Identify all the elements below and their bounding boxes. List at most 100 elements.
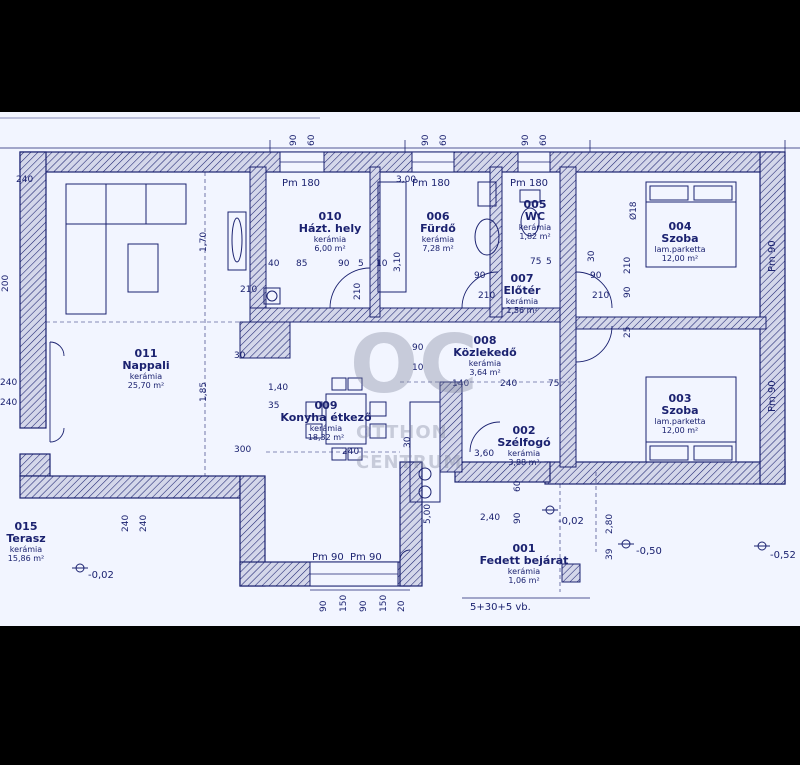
room-material: kerámia: [519, 223, 551, 232]
dimension-label: 10: [376, 259, 388, 269]
dimension-label: 240: [500, 379, 517, 389]
level-mark-icon: [72, 563, 88, 573]
dimension-label: 90: [338, 259, 350, 269]
room-name: Előtér: [504, 284, 542, 297]
room-area: 12,00 m²: [662, 426, 698, 435]
room-name: Közlekedő: [453, 346, 517, 359]
drain-icon: [561, 563, 581, 583]
dimension-label: 75: [530, 257, 541, 267]
dimension-label: 200: [1, 275, 11, 292]
window-label: Pm 180: [510, 178, 548, 189]
dimension-label: 300: [234, 445, 251, 455]
level-mark-icon: [754, 541, 770, 551]
dimension-label: 210: [478, 291, 495, 301]
dimension-label: 210: [592, 291, 609, 301]
interior-walls: [239, 166, 767, 473]
room-area: 3,64 m²: [469, 368, 500, 377]
dimension-label: 90: [513, 512, 523, 524]
window-label: Pm 180: [282, 178, 320, 189]
room-id: 007: [511, 272, 534, 285]
dimension-label: 10: [412, 363, 424, 373]
room-material: kerámia: [10, 545, 42, 554]
watermark-line1: OTTHON: [356, 422, 448, 443]
dimension-label: 90: [474, 271, 486, 281]
dimension-label: 60: [539, 134, 549, 146]
room-name: Házt. hely: [299, 222, 362, 235]
dimension-label: 5: [358, 259, 364, 269]
room-material: kerámia: [314, 235, 346, 244]
furniture: [65, 181, 737, 503]
dimension-label: 90: [421, 134, 431, 146]
dimension-label: 2,80: [605, 514, 615, 534]
dimension-label: 240: [16, 175, 33, 185]
room-id: 011: [135, 347, 158, 360]
room-id: 005: [524, 198, 547, 211]
level-mark-icon: [542, 505, 558, 515]
dimension-label: 90: [521, 134, 531, 146]
dimension-label: 39: [605, 548, 615, 560]
room-material: lam.parketta: [654, 417, 705, 426]
window-label: Pm 90: [350, 552, 382, 563]
room-material: kerámia: [506, 297, 538, 306]
room-area: 18,32 m²: [308, 433, 344, 442]
dimension-label: 240: [121, 515, 131, 532]
exterior-walls: [19, 151, 786, 587]
level-label: -0,02: [558, 516, 584, 527]
dimension-label: 140: [452, 379, 469, 389]
dimension-label: 35: [268, 401, 279, 411]
dimension-label: 3,10: [393, 252, 403, 272]
dimension-label: 3,60: [474, 449, 494, 459]
room-area: 1,82 m²: [519, 232, 550, 241]
dimension-label: 1,40: [268, 383, 288, 393]
room-area: 1,06 m²: [508, 576, 539, 585]
dimension-label: 90: [590, 271, 602, 281]
level-mark-icon: [618, 539, 634, 549]
window-label: Pm 90: [767, 380, 778, 412]
bottom-dimensions: 90 150 90 150 20 5+30+5 vb.: [310, 589, 590, 613]
dimension-label: Ø18: [628, 201, 639, 220]
window-center-lines: [280, 161, 550, 575]
dimension-label: 210: [623, 257, 633, 274]
dimension-label: 1,85: [199, 382, 209, 402]
dimension-label: 60: [307, 134, 317, 146]
dimension-label: 30: [587, 250, 597, 262]
room-name: Szoba: [661, 232, 698, 245]
room-name: Szélfogó: [497, 436, 551, 449]
room-id: 002: [513, 424, 536, 437]
window-label: Pm 90: [767, 240, 778, 272]
room-id: 009: [315, 399, 338, 412]
guidelines: [46, 172, 597, 592]
dimension-label: 20: [397, 600, 407, 612]
room-area: 7,28 m²: [422, 244, 453, 253]
room-id: 004: [669, 220, 692, 233]
dimension-label: 240: [0, 378, 17, 388]
dimension-label: 150: [339, 595, 349, 612]
dimension-label: 60: [513, 480, 523, 492]
room-area: 25,70 m²: [128, 381, 164, 390]
room-area: 12,00 m²: [662, 254, 698, 263]
room-name: Fedett bejárat: [480, 554, 569, 567]
dimension-label: 5: [546, 257, 552, 267]
watermark: OC OTTHON CENTRUM: [350, 318, 478, 473]
room-name: WC: [525, 210, 545, 223]
room-material: kerámia: [469, 359, 501, 368]
room-material: kerámia: [130, 372, 162, 381]
dimension-label: 75: [548, 379, 559, 389]
room-id: 015: [15, 520, 38, 533]
level-label: -0,50: [636, 546, 662, 557]
room-material: kerámia: [422, 235, 454, 244]
dimension-label: 40: [268, 259, 280, 269]
room-id: 003: [669, 392, 692, 405]
dimension-label: 1,70: [199, 232, 209, 252]
level-label: -0,52: [770, 550, 796, 561]
doors: [49, 267, 613, 561]
room-name: Konyha étkező: [280, 411, 372, 424]
